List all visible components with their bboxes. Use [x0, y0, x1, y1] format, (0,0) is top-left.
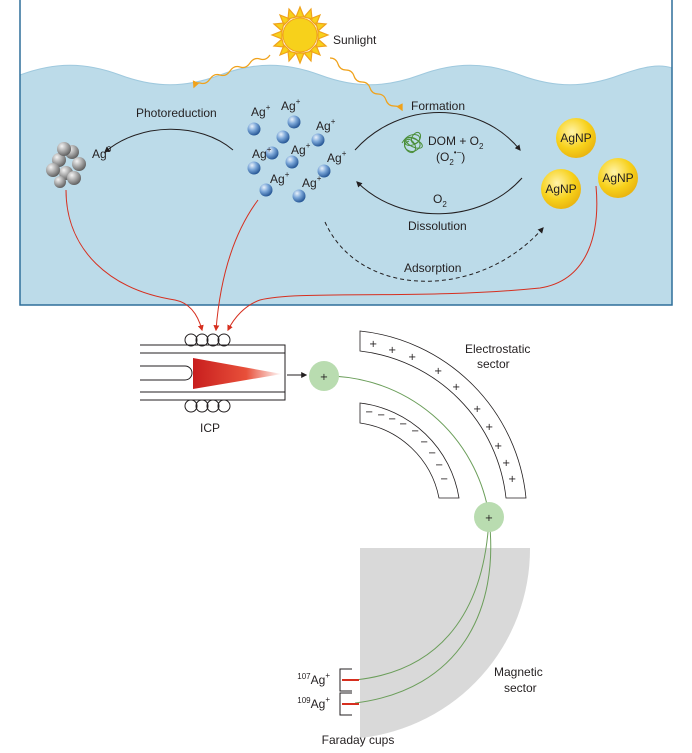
svg-text:−: −	[440, 474, 448, 485]
ag-ion-sphere	[265, 146, 279, 160]
ion-path-107	[354, 517, 490, 681]
sample-path-ag-ion	[213, 199, 259, 332]
ag-ion-label: Ag+	[316, 117, 336, 133]
agnp-particle: AgNP	[598, 158, 638, 198]
plus-signs: + + + + + + + + + +	[369, 339, 516, 485]
electrostatic-outer-plate	[359, 330, 527, 499]
ag-ion-sphere	[287, 115, 301, 129]
adsorption-label: Adsorption	[404, 261, 461, 275]
water-surface	[19, 64, 673, 86]
ag107-label: 107Ag+	[297, 671, 330, 687]
water-container	[19, 0, 673, 306]
ion-beam-mid: +	[474, 502, 504, 532]
sunlight-ray-left	[192, 54, 271, 89]
svg-text:+: +	[485, 513, 493, 524]
rf-coil-top	[184, 333, 231, 347]
ag-ion-label: Ag+	[291, 141, 311, 157]
ag-ion-sphere	[317, 164, 331, 178]
ion-beam-start: +	[309, 361, 339, 391]
ag-ion-label: Ag+	[251, 103, 271, 119]
electrostatic-label: Electrostatic	[465, 342, 530, 356]
magnetic-sector	[360, 548, 531, 738]
ag-ion-label: Ag+	[302, 174, 322, 190]
faraday-cup-109	[339, 692, 359, 716]
ag-ion-labels: Ag+ Ag+ Ag+ Ag+ Ag+ Ag+ Ag+ Ag+	[251, 97, 347, 190]
adsorption-arrow	[324, 221, 544, 282]
minus-signs: − − − − − − − − −	[365, 407, 448, 485]
ag-ion-label: Ag+	[270, 170, 290, 186]
svg-text:+: +	[508, 474, 516, 485]
ag109-label: 109Ag+	[297, 695, 330, 711]
svg-text:+: +	[502, 458, 510, 469]
svg-text:−: −	[435, 460, 443, 471]
dissolution-label: Dissolution	[408, 219, 467, 233]
svg-text:+: +	[452, 382, 460, 393]
faraday-cup-107	[339, 668, 359, 692]
ion-path-109	[354, 517, 492, 704]
photoreduction-arrow	[104, 128, 234, 153]
ag-ion-label: Ag+	[281, 97, 301, 113]
svg-text:+: +	[473, 404, 481, 415]
dom-o2-label: DOM + O2	[428, 134, 484, 151]
dissolution-arrow	[356, 177, 523, 215]
ag-ion-sphere	[292, 189, 306, 203]
svg-text:AgNP: AgNP	[560, 131, 591, 145]
ag-ion-sphere	[285, 155, 299, 169]
icp-torch	[140, 333, 286, 413]
ag-ion-sphere	[247, 161, 261, 175]
o2-label: O2	[433, 192, 447, 209]
svg-text:−: −	[388, 414, 396, 425]
svg-text:AgNP: AgNP	[545, 182, 576, 196]
sunlight-ray-right	[329, 57, 403, 112]
svg-text:−: −	[399, 419, 407, 430]
svg-text:+: +	[494, 441, 502, 452]
svg-text:−: −	[377, 410, 385, 421]
sample-path-agnp	[227, 185, 598, 332]
superoxide-label: (O2•−)	[436, 148, 465, 167]
ag0-label: Ag0	[92, 145, 112, 161]
faraday-cups-label: Faraday cups	[322, 733, 395, 747]
magnetic-sector-label: sector	[504, 681, 537, 695]
svg-text:−: −	[365, 407, 373, 418]
svg-text:+: +	[369, 339, 377, 350]
silver-cluster-icon	[46, 142, 86, 188]
svg-text:AgNP: AgNP	[602, 171, 633, 185]
svg-text:+: +	[388, 345, 396, 356]
ag-ion-sphere	[259, 183, 273, 197]
formation-arrow	[354, 112, 521, 151]
svg-text:−: −	[428, 448, 436, 459]
dom-coil-icon	[401, 131, 423, 154]
svg-text:−: −	[411, 426, 419, 437]
svg-text:+: +	[434, 366, 442, 377]
ag-ion-cluster	[247, 115, 331, 203]
svg-text:+: +	[408, 352, 416, 363]
electrostatic-sector-label: sector	[477, 357, 510, 371]
formation-label: Formation	[411, 99, 465, 113]
svg-text:+: +	[485, 422, 493, 433]
agnp-particle: AgNP	[556, 118, 596, 158]
sunlight-label: Sunlight	[333, 33, 377, 47]
sun-icon	[270, 5, 330, 65]
ag-ion-sphere	[311, 133, 325, 147]
icp-label: ICP	[200, 421, 220, 435]
rf-coil-bottom	[184, 399, 231, 413]
ag-ion-sphere	[247, 122, 261, 136]
magnetic-label: Magnetic	[494, 665, 543, 679]
electrostatic-inner-plate	[359, 402, 460, 499]
ion-path-main	[323, 375, 490, 516]
svg-text:−: −	[420, 437, 428, 448]
ag-ion-label: Ag+	[252, 145, 272, 161]
svg-text:+: +	[320, 372, 328, 383]
agnp-particle: AgNP	[541, 169, 581, 209]
sample-path-ag0	[65, 189, 204, 332]
water-body	[20, 65, 672, 305]
photoreduction-label: Photoreduction	[136, 106, 217, 120]
ag-ion-label: Ag+	[327, 149, 347, 165]
ag-ion-sphere	[276, 130, 290, 144]
